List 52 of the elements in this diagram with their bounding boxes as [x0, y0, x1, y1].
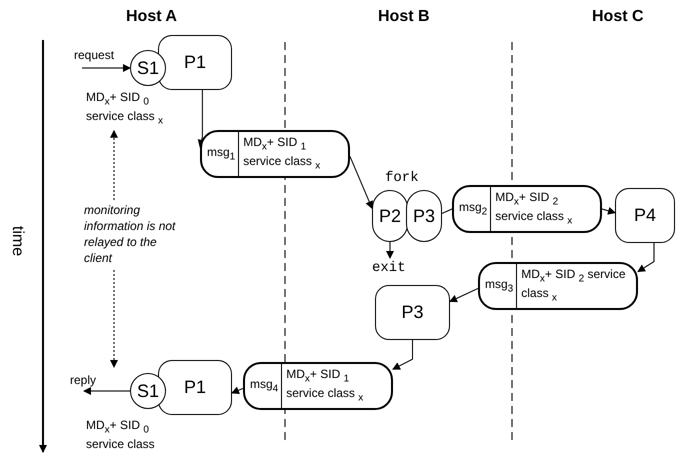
node-label: P1 — [184, 52, 206, 73]
axis-label: time — [8, 226, 26, 256]
node-label: P2 — [378, 206, 402, 226]
message-box — [452, 185, 602, 233]
message-header: MD$_{x}$+ SID $_{2}$ service class $_{x}$ — [521, 266, 626, 306]
message-label: msg$_{2}$ — [458, 200, 488, 218]
dotted-arrow — [110, 270, 118, 368]
arrow — [602, 206, 616, 215]
message-header: MD$_{x}$+ SID $_{1}$ service class $_{x}$ — [286, 366, 364, 406]
dotted-arrow — [110, 130, 118, 200]
message-box — [200, 130, 350, 178]
arrow — [392, 340, 413, 370]
arrow — [231, 386, 244, 394]
message-header: MD$_{x}$+ SID $_{1}$ service class $_{x}$ — [243, 134, 322, 174]
edge-label: reply — [70, 373, 96, 387]
arrow — [386, 242, 394, 259]
arrow — [198, 90, 206, 148]
process-box — [615, 188, 675, 243]
arrow — [449, 288, 478, 302]
column-header: Host A — [126, 8, 177, 26]
arrow — [350, 156, 373, 210]
process-box — [158, 360, 232, 415]
column-header: Host C — [592, 8, 644, 26]
arrow — [82, 64, 131, 72]
column-header: Host B — [378, 8, 430, 26]
node-caption: MD$_{x}$+ SID $_{0}$ service class $_{x}$ — [86, 90, 164, 129]
fork-label: fork — [385, 170, 419, 186]
node-label: S1 — [136, 380, 160, 402]
message-label: msg$_{3}$ — [484, 277, 514, 295]
note-text: monitoring information is not relayed to the client — [84, 200, 184, 270]
node-label: P4 — [634, 205, 656, 226]
node-label: S1 — [136, 58, 160, 78]
arrow — [83, 387, 130, 395]
message-header: MD$_{x}$+ SID $_{2}$ service class $_{x}$ — [495, 190, 574, 228]
service-circle — [130, 50, 166, 86]
node-caption: MD$_{x}$+ SID $_{0}$ service class — [86, 418, 156, 452]
message-box — [478, 262, 638, 310]
process-box — [406, 190, 442, 242]
connector-line — [442, 208, 452, 214]
edge-label: request — [74, 48, 114, 62]
arrow — [637, 242, 654, 272]
process-box — [372, 190, 408, 242]
message-label: msg$_{4}$ — [249, 377, 280, 395]
process-box — [158, 35, 232, 90]
node-label: P3 — [412, 206, 436, 226]
edge-label: exit — [372, 260, 406, 276]
process-box — [375, 285, 450, 340]
node-label: P1 — [184, 377, 206, 398]
service-circle — [130, 373, 166, 409]
message-label: msg$_{1}$ — [206, 145, 236, 163]
message-box — [243, 362, 393, 410]
node-label: P3 — [401, 302, 424, 323]
